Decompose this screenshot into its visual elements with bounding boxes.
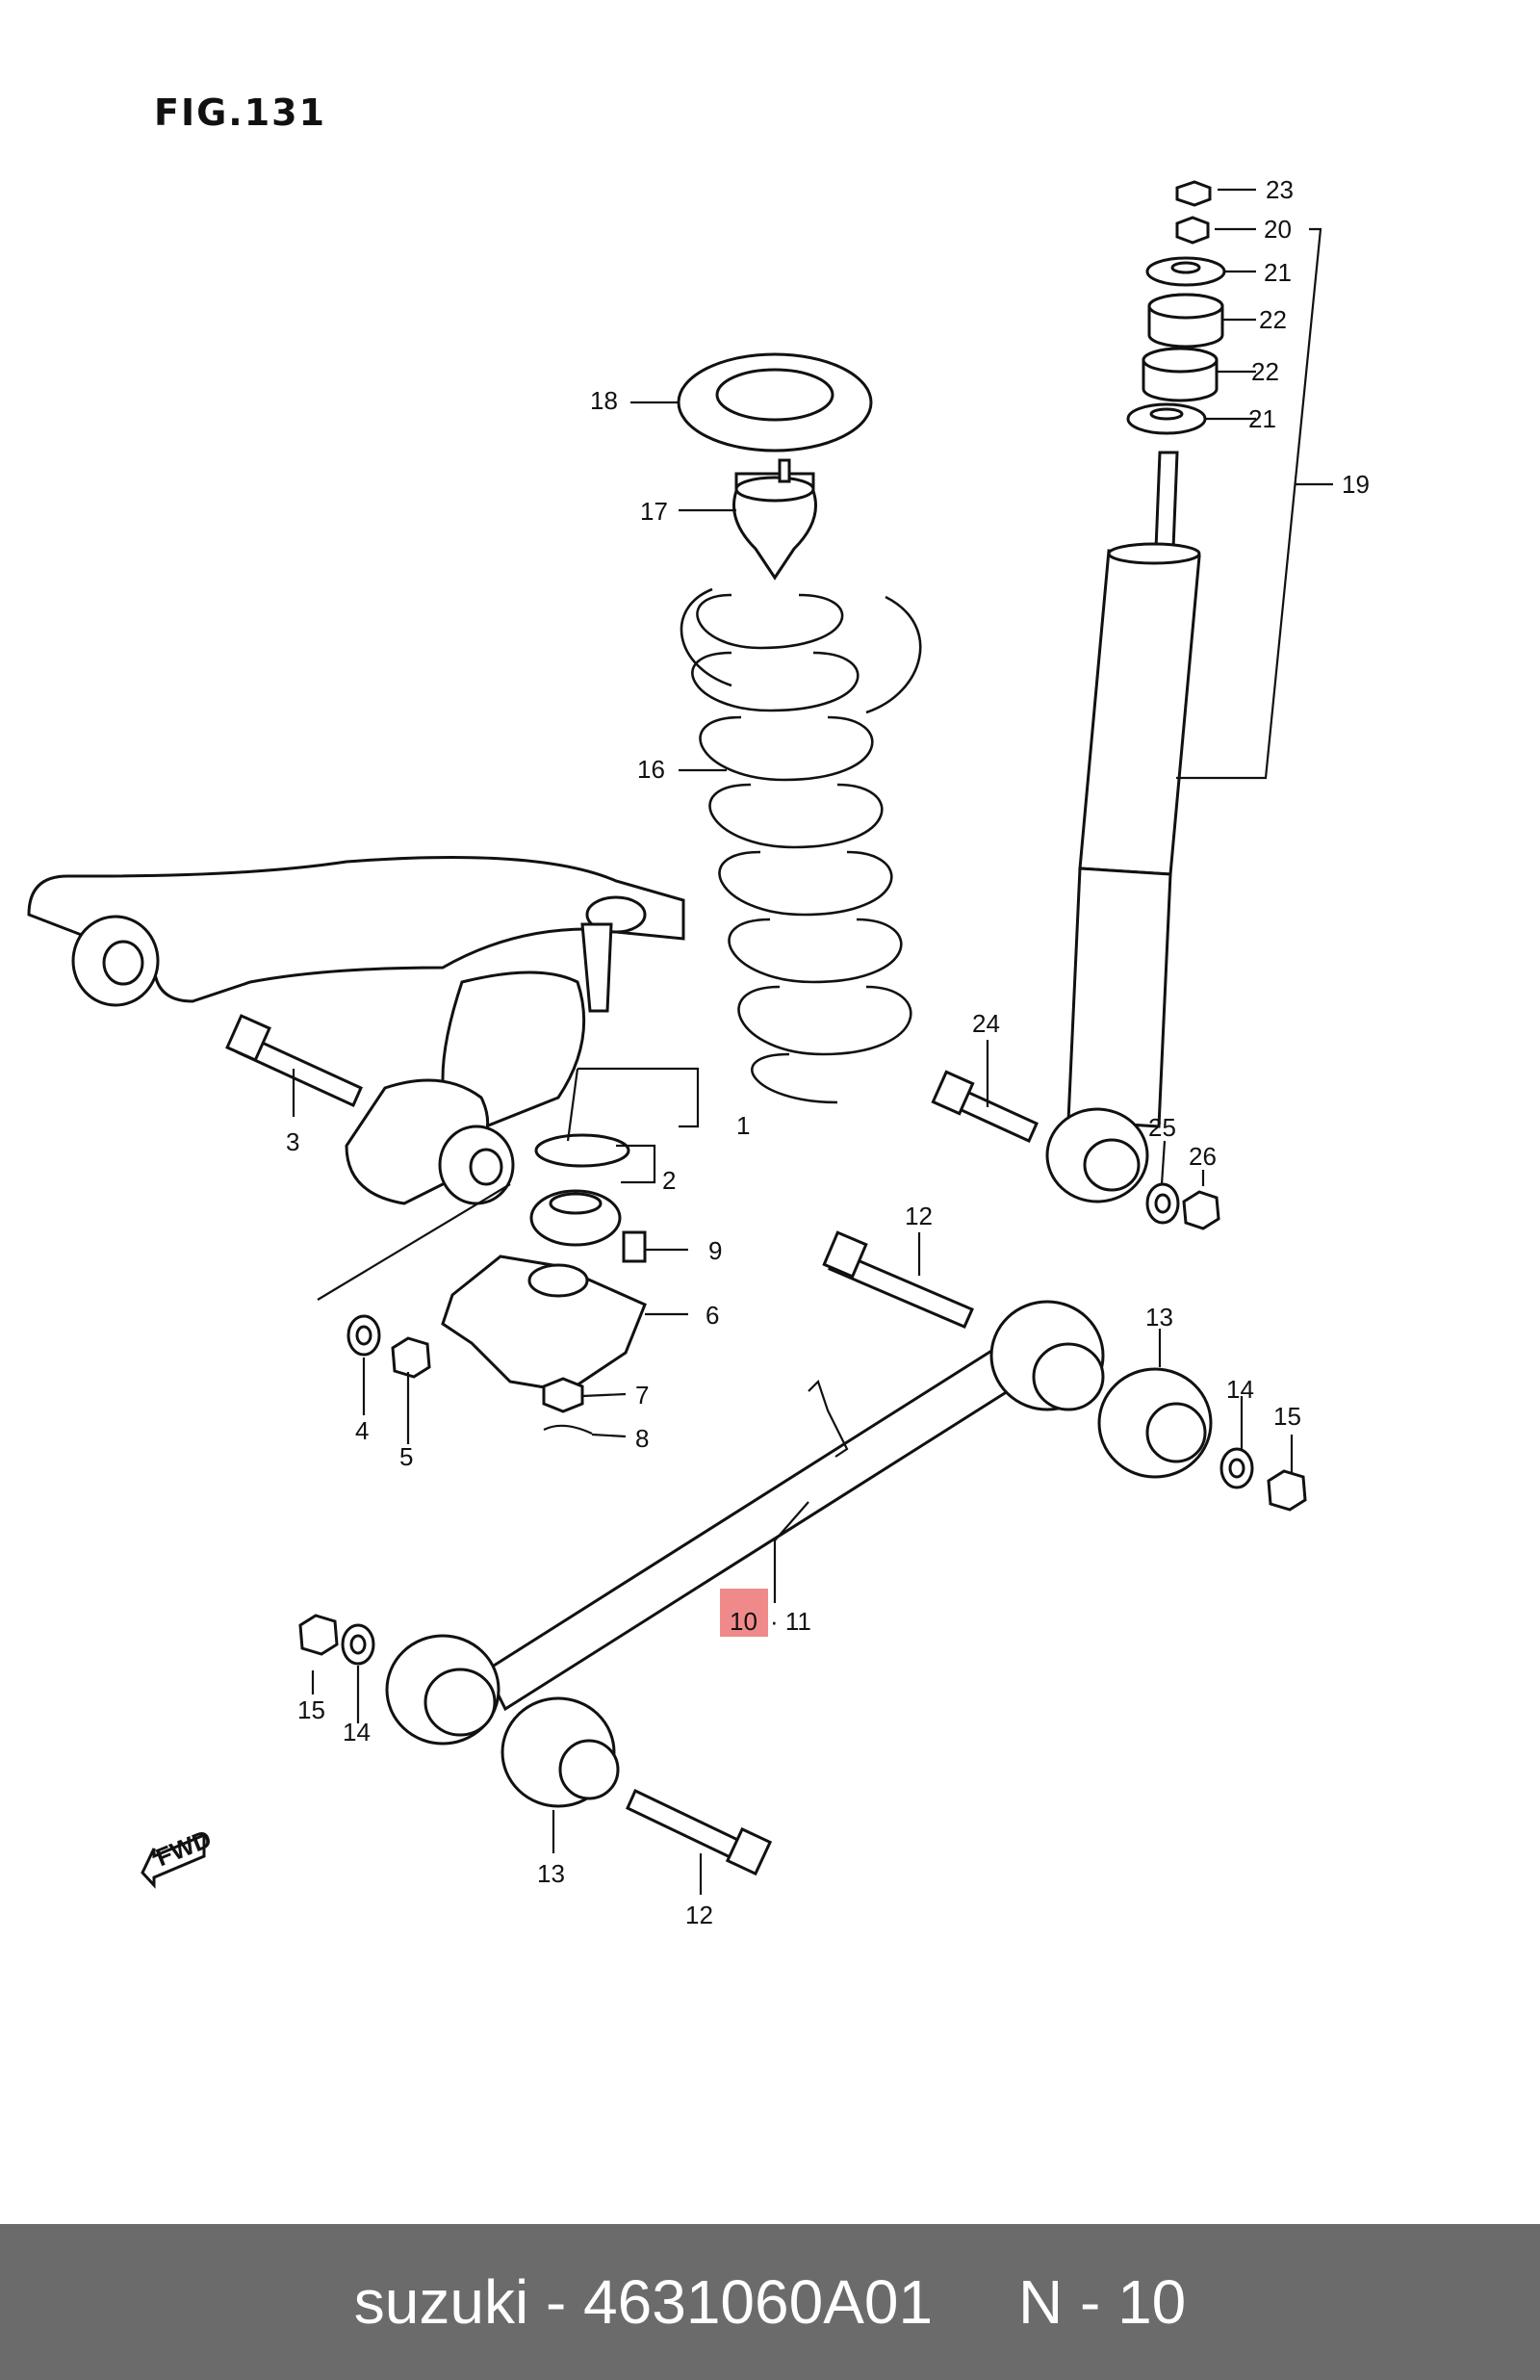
part-label-20: 20 [1264, 215, 1292, 244]
part-label-25: 25 [1148, 1113, 1176, 1142]
part-labels: 23 20 21 22 22 21 19 18 17 16 24 25 26 1… [286, 175, 1370, 1929]
part-label-23: 23 [1266, 175, 1294, 204]
part-label-21a: 21 [1264, 258, 1292, 287]
upper-control-arm [27, 856, 685, 1435]
highlight-box [720, 1589, 768, 1637]
fwd-arrow-icon: FWD [141, 1824, 216, 1889]
part-label-19: 19 [1342, 470, 1370, 499]
part-label-16: 16 [637, 755, 665, 784]
part-label-11: · 11 [770, 1607, 811, 1636]
part-label-18: 18 [590, 386, 618, 415]
part-number-caption: suzuki - 4631060A01 N - 10 [353, 2267, 1187, 2337]
part-label-15b: 15 [297, 1695, 325, 1724]
footer-bar: suzuki - 4631060A01 N - 10 [0, 2224, 1540, 2380]
part-label-22b: 22 [1251, 357, 1279, 386]
figure-title: FIG.131 [154, 91, 326, 134]
part-label-6: 6 [706, 1301, 719, 1330]
part-label-5: 5 [399, 1442, 413, 1471]
part-label-24: 24 [972, 1009, 1000, 1038]
part-label-9: 9 [708, 1236, 722, 1265]
part-label-10: 10 [730, 1607, 757, 1636]
part-label-15a: 15 [1273, 1402, 1301, 1431]
part-label-3: 3 [286, 1127, 299, 1156]
coil-spring-assembly [677, 352, 922, 1104]
part-label-12a: 12 [905, 1202, 933, 1230]
part-label-7: 7 [635, 1381, 649, 1410]
part-label-21b: 21 [1248, 404, 1276, 433]
part-label-12b: 12 [685, 1901, 713, 1929]
part-label-14a: 14 [1226, 1375, 1254, 1404]
part-label-2: 2 [662, 1166, 676, 1195]
part-label-8: 8 [635, 1424, 649, 1453]
shock-absorber-assembly [931, 180, 1226, 1230]
lateral-rod-assembly [298, 1230, 1307, 1876]
part-label-17: 17 [640, 497, 668, 526]
part-label-13a: 13 [1145, 1303, 1173, 1332]
part-label-22a: 22 [1259, 305, 1287, 334]
part-label-26: 26 [1189, 1142, 1217, 1171]
part-label-14b: 14 [343, 1718, 371, 1746]
part-label-4: 4 [355, 1416, 369, 1445]
exploded-parts-diagram: FIG.131 [27, 91, 1370, 1929]
part-label-1: 1 [736, 1111, 750, 1140]
part-label-13b: 13 [537, 1859, 565, 1888]
leader-lines [292, 188, 1333, 1895]
